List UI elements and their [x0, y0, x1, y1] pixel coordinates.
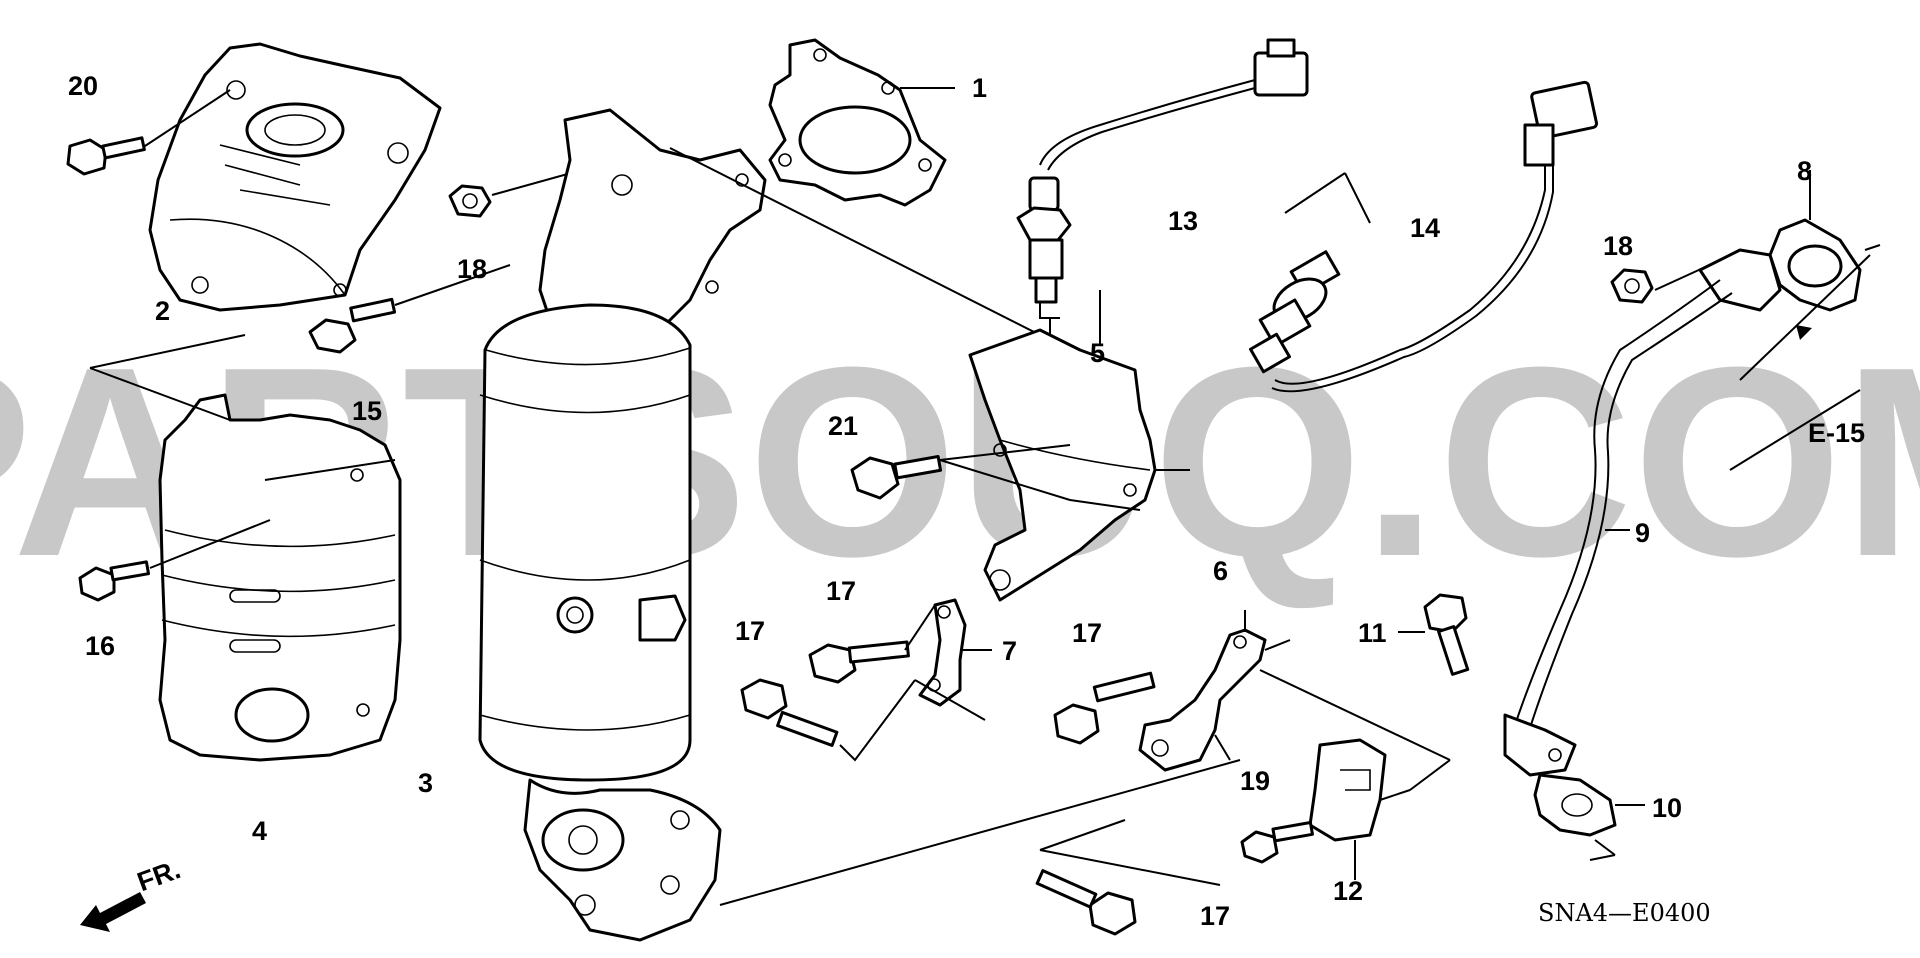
oxygen-sensor-13 [669, 38, 1309, 341]
bolt-20 [66, 89, 231, 176]
bracket-6 [719, 610, 1451, 906]
callout-21: 21 [828, 411, 858, 441]
callout-11: 11 [1358, 618, 1387, 648]
reference-label: E-15 [1808, 418, 1865, 448]
callout-20: 20 [68, 71, 98, 101]
callout-10: 10 [1652, 793, 1682, 823]
callout-2: 2 [155, 296, 170, 326]
gasket-10 [1533, 773, 1645, 861]
lower-heat-shield [89, 334, 402, 762]
bracket-5 [968, 290, 1157, 602]
callout-4: 4 [252, 816, 267, 846]
callout-18-a: 18 [457, 254, 487, 284]
reference-arrowhead [1796, 325, 1812, 340]
oxygen-sensor-14 [1249, 80, 1599, 393]
bolt-16 [78, 519, 271, 602]
callout-17-d: 17 [1200, 901, 1230, 931]
callout-13: 13 [1168, 206, 1198, 236]
gasket-1 [768, 38, 955, 207]
callout-5: 5 [1090, 338, 1105, 368]
callout-14: 14 [1410, 213, 1440, 243]
bolt-11 [1398, 593, 1470, 676]
callout-3: 3 [418, 768, 433, 798]
bolt-19 [1240, 820, 1314, 864]
egr-pipe-9 [1503, 248, 1782, 777]
callout-7: 7 [1002, 636, 1017, 666]
callout-16: 16 [85, 631, 115, 661]
callout-17-b: 17 [735, 616, 765, 646]
nut-18-right [1610, 257, 1726, 304]
gasket-8 [1768, 170, 1881, 312]
bolt-15 [308, 264, 511, 354]
direction-label: FR. [133, 854, 184, 897]
callout-1: 1 [972, 73, 987, 103]
upper-heat-shield [148, 42, 442, 312]
bolt-17-b [740, 678, 986, 762]
callout-17-a: 17 [826, 576, 856, 606]
bolt-17-c [1053, 671, 1156, 745]
callout-9: 9 [1635, 518, 1650, 548]
bolt-17-a [808, 604, 936, 684]
callout-18-b: 18 [1603, 231, 1633, 261]
e15-reference-lines [1729, 254, 1871, 471]
bolt-21 [850, 444, 1190, 511]
bolt-17-d [1035, 819, 1221, 936]
front-direction-arrow [80, 892, 146, 932]
callout-19: 19 [1240, 766, 1270, 796]
callout-12: 12 [1333, 876, 1363, 906]
callout-8: 8 [1797, 156, 1812, 186]
clip-12 [1308, 738, 1451, 880]
diagram-code: SNA4—E0400 [1538, 899, 1711, 927]
callout-15: 15 [352, 396, 382, 426]
callout-6: 6 [1213, 556, 1228, 586]
callout-17-c: 17 [1072, 618, 1102, 648]
